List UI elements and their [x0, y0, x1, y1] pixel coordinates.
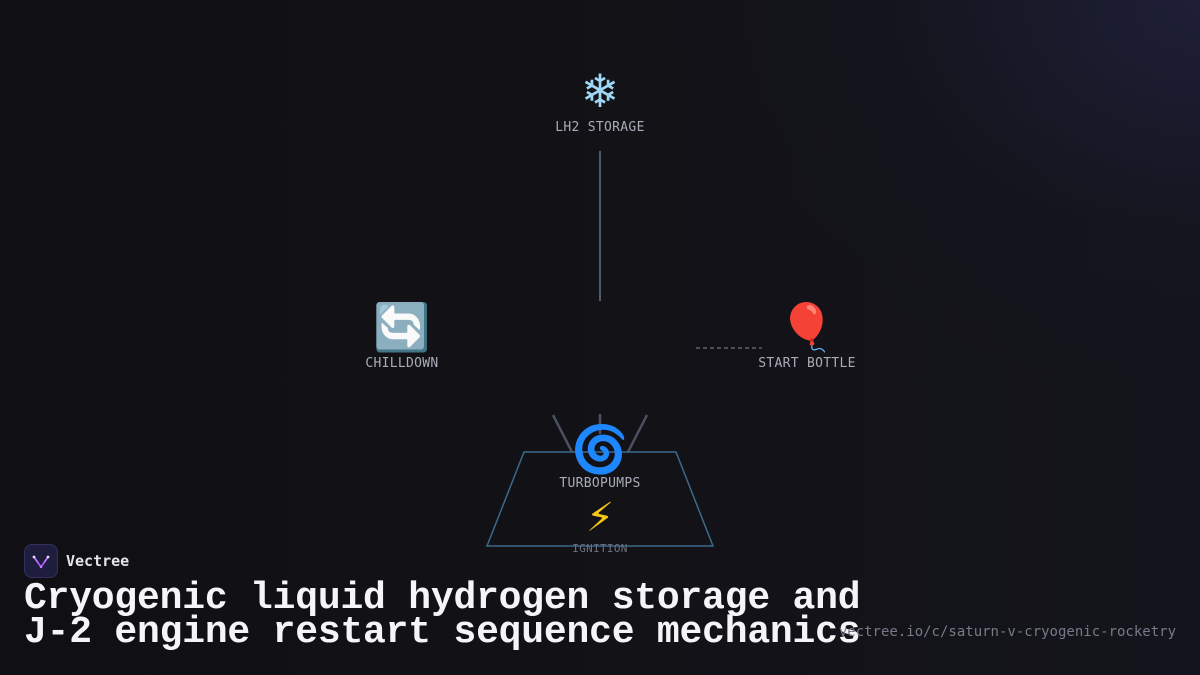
lh2-storage-node: ❄ LH2 STORAGE: [520, 68, 680, 135]
balloon-icon: 🎈: [778, 300, 836, 354]
chilldown-node: 🔄 CHILLDOWN: [332, 304, 472, 371]
start-bottle-label: START BOTTLE: [758, 356, 856, 371]
page-title: Cryogenic liquid hydrogen storage and J-…: [24, 577, 861, 654]
turbopump-feed-left: [551, 414, 574, 453]
source-url[interactable]: vectree.io/c/saturn-v-cryogenic-rocketry: [838, 624, 1176, 640]
turbopumps-label: TURBOPUMPS: [559, 476, 641, 491]
start-bottle-node: 🎈 START BOTTLE: [737, 304, 877, 371]
vectree-mark-icon: [32, 555, 50, 569]
title-line-1: Cryogenic liquid hydrogen storage and: [24, 577, 861, 620]
chilldown-label: CHILLDOWN: [365, 356, 439, 371]
spiral-icon: 🌀: [571, 422, 629, 476]
engine-nozzle-outline: [485, 451, 715, 547]
snowflake-icon: ❄: [580, 64, 620, 118]
lightning-icon: ⚡: [585, 495, 615, 541]
brand-logo-icon: [24, 544, 58, 578]
turbopump-feed-right: [626, 414, 649, 453]
lh2-storage-label: LH2 STORAGE: [555, 120, 645, 135]
ignition-node: ⚡ IGNITION: [540, 498, 660, 555]
ignition-label: IGNITION: [572, 542, 628, 555]
cycle-arrows-icon: 🔄: [373, 300, 431, 354]
brand: Vectree: [24, 544, 129, 578]
turbopumps-node: 🌀 TURBOPUMPS: [530, 426, 670, 491]
brand-name: Vectree: [66, 552, 130, 570]
title-line-2: J-2 engine restart sequence mechanics: [24, 611, 861, 654]
